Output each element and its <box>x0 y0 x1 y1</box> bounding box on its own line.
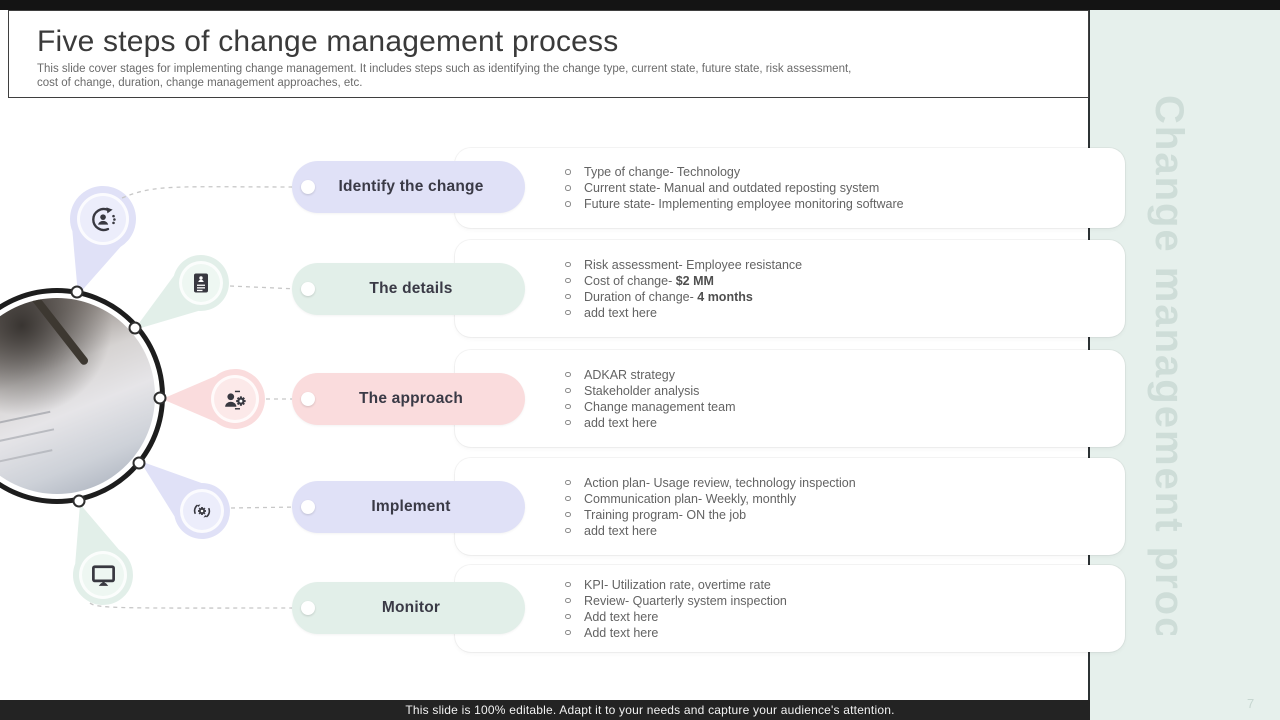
bullet-item: Type of change- Technology <box>556 164 1096 180</box>
pin-the-approach <box>211 375 259 423</box>
bullet-item: Change management team <box>556 399 1096 415</box>
bullet-item: Add text here <box>556 625 1096 641</box>
bullet-item: Duration of change- 4 months <box>556 289 1096 305</box>
bullet-item: Review- Quarterly system inspection <box>556 593 1096 609</box>
pill-dot <box>301 500 315 514</box>
step-bullets: Action plan- Usage review, technology in… <box>556 458 1096 555</box>
page-number: 7 <box>1247 696 1255 711</box>
bullet-item: Add text here <box>556 609 1096 625</box>
step-label: The details <box>369 280 453 297</box>
bullet-item: Cost of change- $2 MM <box>556 273 1096 289</box>
bullet-item: Current state- Manual and outdated repos… <box>556 180 1096 196</box>
pin-monitor <box>79 551 127 599</box>
step-card-4 <box>455 458 1125 555</box>
step-pill-4: Implement <box>292 481 525 533</box>
bullet-item: Communication plan- Weekly, monthly <box>556 491 1096 507</box>
slide-header: Five steps of change management process … <box>8 10 1089 98</box>
pill-dot <box>301 282 315 296</box>
monitor-icon <box>91 564 115 586</box>
step-card-3 <box>455 350 1125 447</box>
footer-note: This slide is 100% editable. Adapt it to… <box>405 703 895 717</box>
bullet-item: KPI- Utilization rate, overtime rate <box>556 577 1096 593</box>
watermark-text: Change management process <box>1147 95 1191 635</box>
photo-ring <box>0 288 165 504</box>
user-cycle-icon <box>91 206 116 231</box>
step-label: Identify the change <box>338 178 484 195</box>
page-title: Five steps of change management process <box>37 25 619 58</box>
step-card-5 <box>455 565 1125 652</box>
step-label: The approach <box>358 390 464 407</box>
page-subtitle: This slide cover stages for implementing… <box>37 63 852 89</box>
pin-implement <box>180 489 224 533</box>
step-pill-5: Monitor <box>292 582 525 634</box>
person-gear-icon <box>224 390 246 410</box>
bullet-item: add text here <box>556 415 1096 431</box>
pill-dot <box>301 180 315 194</box>
footer-note-bar: This slide is 100% editable. Adapt it to… <box>0 700 1090 720</box>
pin-the-details <box>179 261 223 305</box>
bullet-item: Stakeholder analysis <box>556 383 1096 399</box>
gear-sync-icon <box>193 504 211 518</box>
bullet-item: Action plan- Usage review, technology in… <box>556 475 1096 491</box>
bullet-item: Training program- ON the job <box>556 507 1096 523</box>
bullet-item: add text here <box>556 305 1096 321</box>
step-pill-3: The approach <box>292 373 525 425</box>
pill-dot <box>301 601 315 615</box>
step-pill-1: Identify the change <box>292 161 525 213</box>
pin-identify-the-change <box>77 193 129 245</box>
clipboard-list-icon <box>194 273 208 293</box>
bullet-item: add text here <box>556 523 1096 539</box>
bullet-item: Risk assessment- Employee resistance <box>556 257 1096 273</box>
step-pill-2: The details <box>292 263 525 315</box>
bullet-item: ADKAR strategy <box>556 367 1096 383</box>
step-label: Monitor <box>381 599 441 616</box>
bullet-item: Future state- Implementing employee moni… <box>556 196 1096 212</box>
hand-writing-photo <box>0 298 155 494</box>
pill-dot <box>301 392 315 406</box>
top-accent-bar <box>0 0 1280 10</box>
step-label: Implement <box>371 498 451 515</box>
step-card-2 <box>455 240 1125 337</box>
